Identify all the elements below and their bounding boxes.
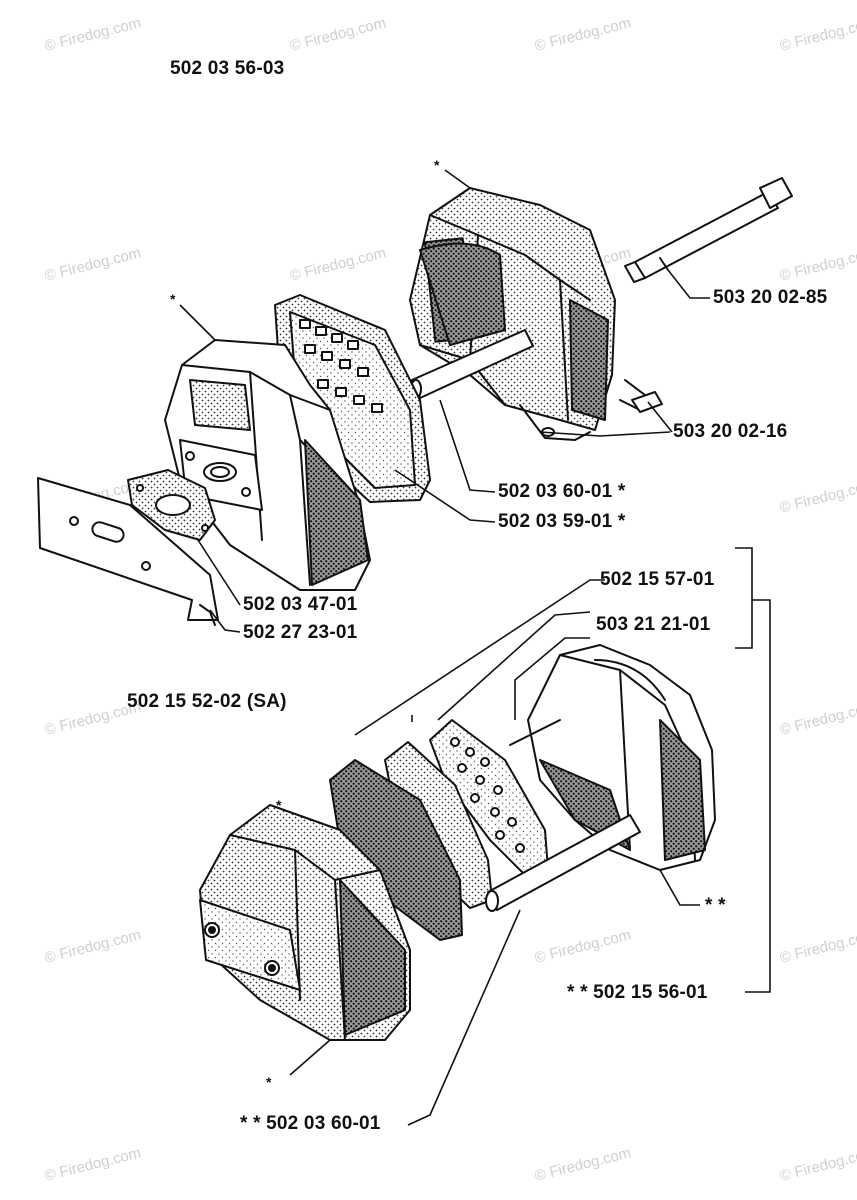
marker-asterisk: * [434,157,440,173]
marker-asterisk: * [170,291,176,307]
part-number-spark-screen: 502 15 57-01 [600,569,715,590]
part-number-screen: 503 21 21-01 [596,614,711,635]
front-muffler-top [164,339,371,591]
part-number-rod-bottom: * * 502 03 60-01 [240,1113,381,1134]
heat-shield-plate [37,477,219,626]
marker-asterisk: * [276,797,282,813]
long-bolt-top [624,177,793,283]
discs-bottom [329,719,549,941]
part-number-cover-kit: * * 502 15 56-01 [567,982,708,1003]
part-number-gasket: 502 03 47-01 [243,594,358,615]
rear-cover-top [409,187,646,441]
part-number-plate: 502 27 23-01 [243,622,358,643]
small-screw-top [631,391,663,413]
front-muffler-bottom [199,804,411,1041]
screen-plate-top [274,294,431,503]
gasket-top [127,469,216,541]
rod-bottom [485,719,641,912]
part-number-long-bolt: 503 20 02-85 [713,287,828,308]
part-number-screw: 503 20 02-16 [673,421,788,442]
part-number-rod-top: 502 03 60-01 * [498,481,626,502]
kit-number-sa: 502 15 52-02 (SA) [127,691,287,712]
marker-asterisk: * [266,1074,272,1090]
double-asterisk-marker: * * [705,895,726,916]
kit-number-top: 502 03 56-03 [170,58,285,79]
part-number-gasket-top: 502 03 59-01 * [498,511,626,532]
